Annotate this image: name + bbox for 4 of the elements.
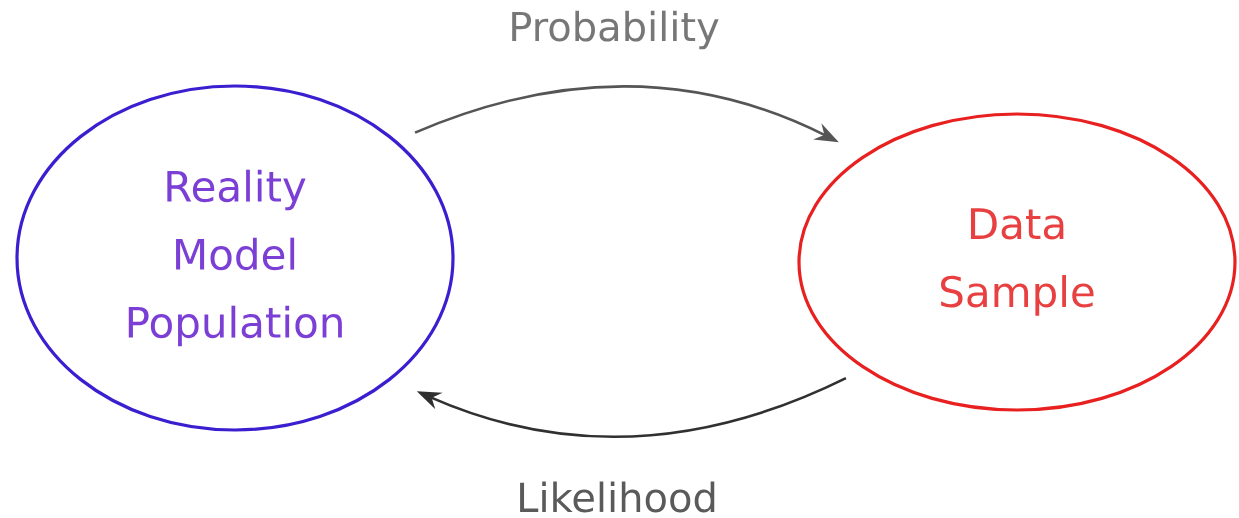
edge-label: Probability (506, 8, 722, 52)
edge-label: Likelihood (514, 479, 720, 515)
ellipse-node: Reality Model Population (15, 84, 455, 432)
ellipse-node: Data Sample (797, 112, 1237, 412)
